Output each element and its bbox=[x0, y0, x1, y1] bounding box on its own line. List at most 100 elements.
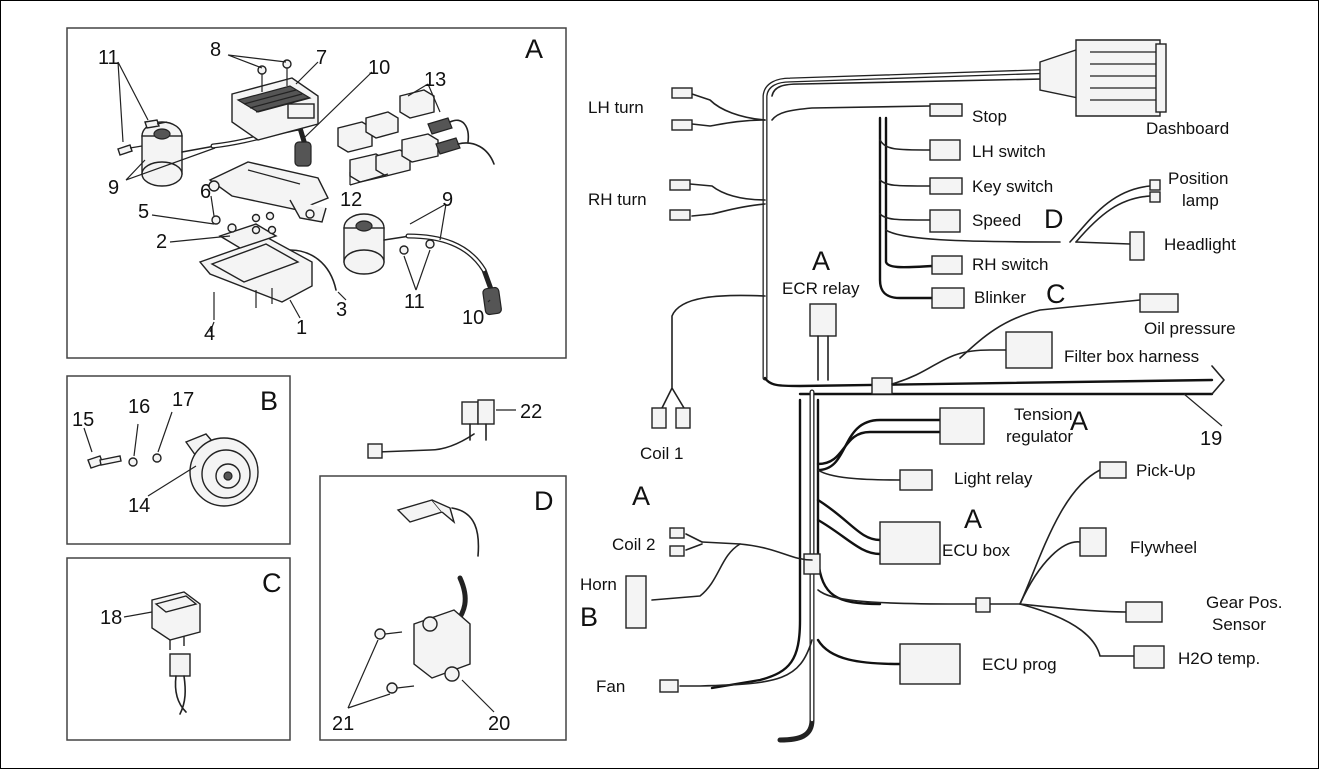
harness-sleeve bbox=[871, 377, 893, 395]
label-position-lamp-2: lamp bbox=[1182, 191, 1219, 210]
label-lh-turn: LH turn bbox=[588, 98, 644, 117]
blinker-connector bbox=[931, 287, 965, 309]
panel-b-leaders bbox=[83, 411, 197, 497]
label-fan: Fan bbox=[596, 677, 625, 696]
label-flywheel: Flywheel bbox=[1130, 538, 1197, 557]
callout-21: 21 bbox=[332, 713, 354, 735]
wire-3 bbox=[289, 249, 337, 291]
group-letter-c: C bbox=[1046, 279, 1066, 309]
group-letter-a-tension: A bbox=[1070, 406, 1088, 436]
tension-regulator-connector bbox=[939, 407, 985, 445]
washer-16 bbox=[128, 457, 138, 467]
label-rh-switch: RH switch bbox=[972, 255, 1049, 274]
panel-b-letter: B bbox=[260, 386, 278, 416]
ignition-coil-left bbox=[141, 121, 216, 187]
callout-15: 15 bbox=[72, 409, 94, 431]
callout-2: 2 bbox=[156, 231, 167, 253]
callout-19: 19 bbox=[1200, 428, 1222, 450]
label-blinker: Blinker bbox=[974, 288, 1026, 307]
label-oil-pressure: Oil pressure bbox=[1144, 319, 1236, 338]
ecu-box-connector bbox=[879, 521, 941, 565]
group-letter-a-coil2: A bbox=[632, 481, 650, 511]
oil-pressure-connector bbox=[1139, 293, 1179, 313]
callout-20: 20 bbox=[488, 713, 510, 735]
callout-17: 17 bbox=[172, 389, 194, 411]
callout-10-top: 10 bbox=[368, 57, 390, 79]
spark-plug-cap-left bbox=[294, 141, 312, 167]
label-filter-box-harness: Filter box harness bbox=[1064, 347, 1199, 366]
bolts-8 bbox=[261, 66, 288, 92]
label-pick-up: Pick-Up bbox=[1136, 461, 1196, 480]
ignition-coil-right bbox=[343, 213, 411, 275]
washer-17 bbox=[152, 453, 162, 463]
callout-18: 18 bbox=[100, 607, 122, 629]
panel-c: C 18 bbox=[66, 557, 291, 741]
sensor-20 bbox=[396, 499, 480, 682]
panel-d-letter: D bbox=[534, 486, 554, 516]
gear-pos-connector bbox=[1125, 601, 1163, 623]
callout-1: 1 bbox=[296, 317, 307, 339]
nuts-5-6 bbox=[211, 211, 277, 235]
screw-15 bbox=[87, 455, 122, 469]
pick-up-connector bbox=[1099, 461, 1127, 479]
speed-connector bbox=[929, 209, 961, 233]
connector-22: 22 bbox=[367, 399, 542, 459]
base-plate-1 bbox=[198, 223, 313, 303]
group-letter-d: D bbox=[1044, 204, 1064, 234]
lh-switch-connector bbox=[929, 139, 961, 161]
label-stop: Stop bbox=[972, 107, 1007, 126]
h2o-temp-connector bbox=[1133, 645, 1165, 669]
label-lh-switch: LH switch bbox=[972, 142, 1046, 161]
label-horn: Horn bbox=[580, 575, 617, 594]
label-speed: Speed bbox=[972, 211, 1021, 230]
label-dashboard: Dashboard bbox=[1146, 119, 1229, 138]
label-ecu-box: ECU box bbox=[942, 541, 1011, 560]
label-key-switch: Key switch bbox=[972, 177, 1053, 196]
label-tension-regulator-1: Tension bbox=[1014, 405, 1073, 424]
callout-9-left: 9 bbox=[108, 177, 119, 199]
screws-11-bottom bbox=[399, 239, 435, 255]
harness-labels: LH turn RH turn Stop Dashboard LH switch… bbox=[580, 98, 1283, 696]
label-h2o-temp: H2O temp. bbox=[1178, 649, 1260, 668]
panel-a: A bbox=[66, 27, 567, 359]
group-letter-a-ecr: A bbox=[812, 246, 830, 276]
regulator-7 bbox=[231, 77, 319, 141]
panel-b: B 15 16 17 14 bbox=[66, 375, 291, 545]
label-coil-2: Coil 2 bbox=[612, 535, 655, 554]
key-switch-connector bbox=[929, 177, 963, 195]
panel-c-leader bbox=[123, 611, 153, 618]
main-harness bbox=[625, 39, 1225, 743]
label-headlight: Headlight bbox=[1164, 235, 1236, 254]
group-letter-b-horn: B bbox=[580, 602, 598, 632]
mounting-bracket bbox=[208, 161, 329, 223]
callout-22: 22 bbox=[520, 401, 542, 423]
callout-5: 5 bbox=[138, 201, 149, 223]
label-ecr-relay: ECR relay bbox=[782, 279, 860, 298]
callout-10-bottom: 10 bbox=[462, 307, 484, 329]
callout-11-top: 11 bbox=[98, 47, 119, 69]
light-relay-connector bbox=[899, 469, 933, 491]
group-letter-a-ecu: A bbox=[964, 504, 982, 534]
callout-13: 13 bbox=[424, 69, 446, 91]
rh-switch-connector bbox=[931, 255, 963, 275]
horn-connector bbox=[625, 575, 647, 629]
filter-box-connector bbox=[1005, 331, 1053, 369]
stop-connector bbox=[929, 103, 963, 117]
callout-4: 4 bbox=[204, 323, 215, 345]
spark-plug-cap-right bbox=[482, 286, 502, 316]
panel-d-leaders bbox=[347, 639, 495, 713]
dashboard-connector bbox=[1039, 39, 1167, 117]
fan-connector bbox=[659, 679, 679, 693]
label-ecu-prog: ECU prog bbox=[982, 655, 1057, 674]
screws-11-top bbox=[117, 119, 168, 156]
ecr-relay-connector bbox=[809, 303, 837, 337]
label-position-lamp-1: Position bbox=[1168, 169, 1228, 188]
callout-16: 16 bbox=[128, 396, 150, 418]
label-tension-regulator-2: regulator bbox=[1006, 427, 1073, 446]
label-gear-pos-2: Sensor bbox=[1212, 615, 1266, 634]
relays-12-13 bbox=[337, 89, 495, 183]
callout-8: 8 bbox=[210, 39, 221, 61]
panel-d: D 21 20 bbox=[319, 475, 567, 741]
